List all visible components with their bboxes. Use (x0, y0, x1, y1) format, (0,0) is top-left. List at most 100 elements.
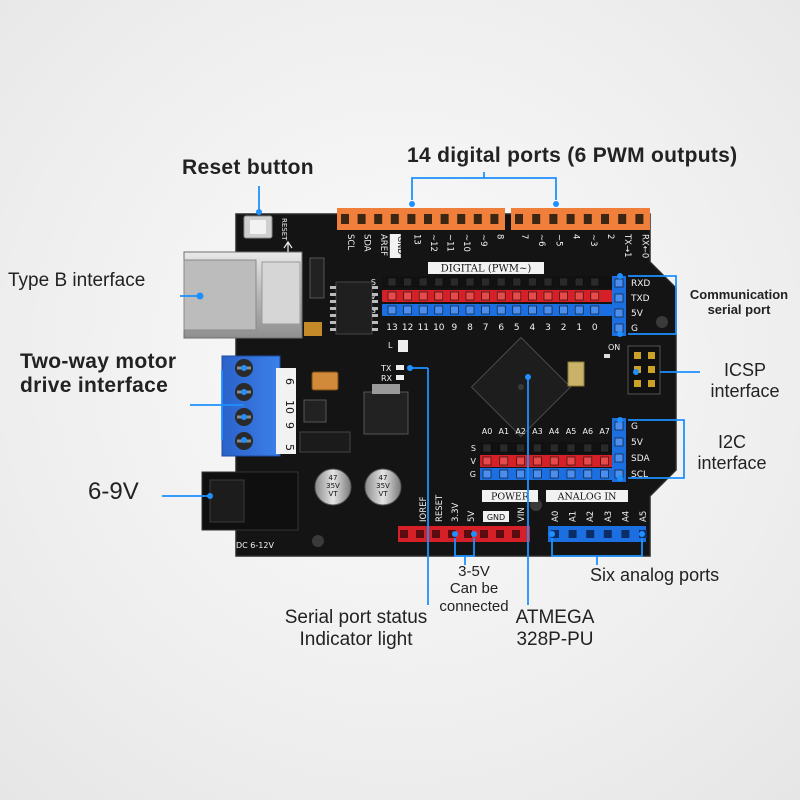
analog-socket (568, 530, 577, 538)
header-socket (424, 214, 432, 224)
i2c-callout: I2C interface (686, 432, 778, 473)
ic-leg (372, 293, 378, 296)
reset-silk-label: RESET (280, 218, 288, 241)
pin-number: 10 (433, 323, 445, 333)
analog-socket (621, 530, 630, 538)
header-socket (549, 214, 558, 224)
row-marker: S (371, 278, 376, 287)
analog-pin (533, 456, 542, 466)
header-socket (341, 214, 349, 224)
on-led (604, 354, 610, 358)
analog-header-label: A2 (586, 511, 596, 522)
header-socket (374, 214, 383, 224)
serial-status-callout: Serial port status Indicator light (264, 607, 448, 651)
pin (418, 291, 428, 301)
i2c-callout-line2: interface (697, 452, 767, 473)
header-socket (440, 214, 449, 224)
pin-number: 4 (530, 323, 536, 333)
top-header-right (511, 208, 650, 230)
i2c-callout-line1: I2C (717, 432, 746, 452)
analog-pin-label: A5 (566, 427, 577, 436)
pin (418, 277, 428, 287)
analog-pin-label: A4 (549, 427, 560, 436)
analog-pin (549, 456, 559, 466)
tx-led-label: TX (380, 364, 392, 373)
top-header-left (337, 208, 505, 230)
pin (543, 277, 553, 287)
reset-button-cap (250, 220, 266, 234)
analog-header-label: A1 (569, 511, 579, 522)
top-pin-label: 7 (519, 234, 529, 239)
top-pin-label: ~9 (478, 234, 488, 247)
pin (528, 305, 537, 315)
power-socket (496, 530, 504, 538)
icsp-pin (648, 366, 655, 373)
top-pin-label: ~6 (536, 234, 546, 247)
icsp-callout-line1: ICSP (723, 360, 766, 380)
pin (559, 305, 568, 315)
usb-icon (283, 240, 293, 252)
top-pin-label: GND (396, 236, 405, 254)
pin (574, 305, 584, 315)
power-socket (480, 530, 488, 538)
analog-pin (566, 469, 576, 479)
analog-pin (600, 456, 609, 466)
analog-pin-label: A7 (599, 427, 610, 436)
comm-serial-callout: Communication serial port (681, 287, 797, 318)
pin (543, 291, 553, 301)
mounting-hole (656, 316, 668, 328)
capacitor-label: 47 (379, 474, 388, 482)
ic-leg (372, 286, 378, 289)
power-pin-label: 5V (467, 511, 477, 522)
pin (434, 277, 444, 287)
pin (481, 277, 490, 287)
digital-ports-callout: 14 digital ports (6 PWM outputs) (407, 144, 738, 167)
motor-pin-strip (276, 368, 296, 454)
comm-pin-label: 5V (631, 309, 644, 319)
power-title: POWER (491, 492, 530, 503)
power-socket (416, 530, 424, 538)
header-socket (457, 214, 466, 224)
header-socket (473, 214, 482, 224)
pin (403, 291, 412, 301)
analog-pin (499, 456, 509, 466)
tantalum-capacitor (311, 371, 339, 391)
type-b-callout: Type B interface (8, 270, 146, 291)
power-pin-label: 3.3V (451, 502, 461, 522)
i2c-pin-label: SCL (631, 470, 648, 480)
analog-pin (482, 456, 492, 466)
analog-header-label: A3 (604, 511, 614, 522)
analog-row-marker: S (471, 444, 476, 453)
motor-pin-label: 5 (283, 444, 296, 451)
voltage-regulator (363, 391, 409, 435)
ic-leg (372, 328, 378, 331)
top-pin-label: SDA (362, 234, 372, 252)
pin (465, 305, 475, 315)
comm-pin-label: TXD (630, 294, 650, 304)
icsp-pin (634, 352, 641, 359)
l-led (398, 340, 408, 352)
top-pin-label: AREF (378, 234, 388, 256)
capacitor-label: 35V (326, 482, 340, 490)
comm-callout-line2: serial port (707, 301, 771, 317)
ic-leg (330, 328, 336, 331)
analog-header-label: A5 (639, 511, 649, 522)
ic-leg (330, 286, 336, 289)
header-socket (566, 214, 575, 224)
analog-ports-callout: Six analog ports (590, 565, 720, 585)
motor-pin-label: 6 (283, 378, 296, 385)
pin (450, 291, 459, 301)
digital-title: DIGITAL (PWM~) (441, 264, 532, 275)
pin-number: 2 (561, 323, 567, 333)
comm-pin (614, 293, 624, 303)
reset-button-callout: Reset button (182, 156, 314, 179)
motor-pin-label: 9 (283, 422, 296, 429)
ic-leg (330, 314, 336, 317)
pin (574, 277, 584, 287)
header-socket (532, 214, 541, 224)
pin (590, 291, 600, 301)
row-marker: V (371, 292, 377, 301)
usb-port-body (261, 261, 301, 325)
ic-leg (372, 307, 378, 310)
analog-pin (533, 443, 542, 453)
